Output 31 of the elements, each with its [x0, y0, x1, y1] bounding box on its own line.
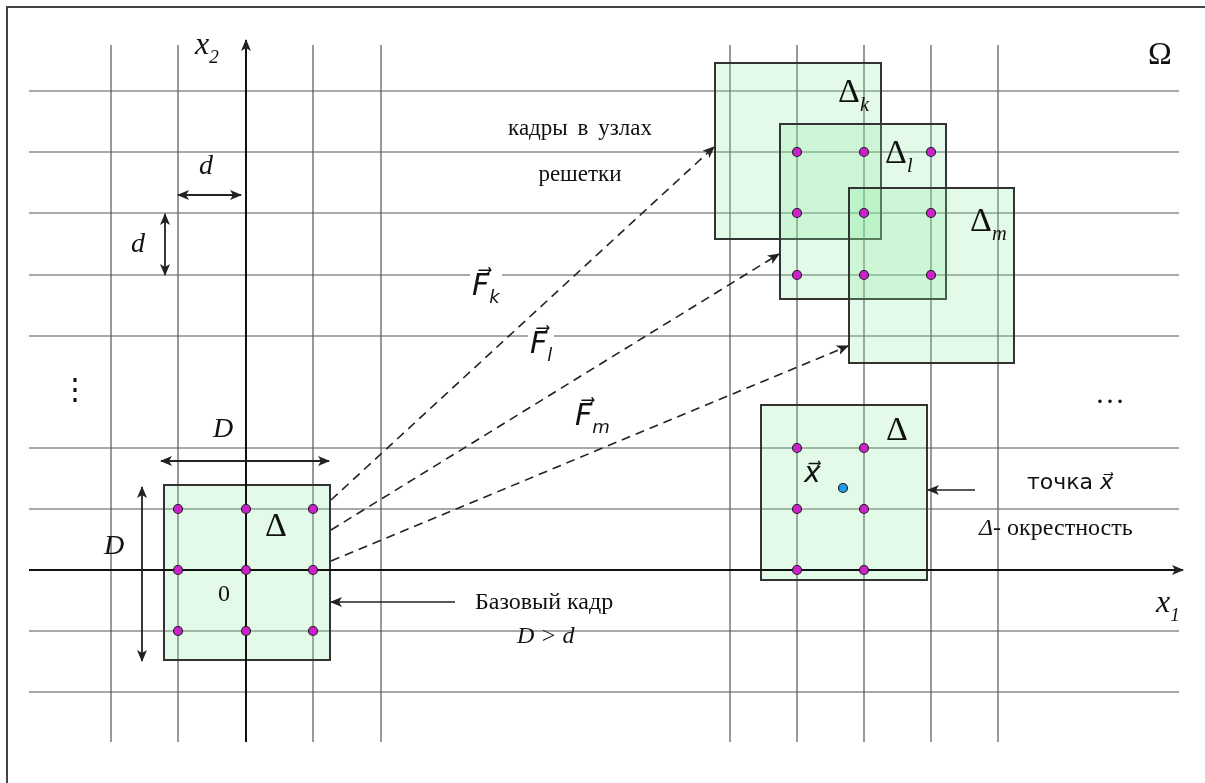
frame-square: [714, 62, 882, 240]
frame-label: Δ: [886, 410, 908, 448]
arrow: [330, 253, 780, 531]
arrow: [330, 146, 715, 501]
arrow: [330, 345, 849, 562]
frame-label: x⃗: [804, 458, 821, 489]
origin-label: 0: [218, 580, 230, 607]
frame-label: Δ$_{l}$: [885, 133, 913, 177]
arrow: [927, 485, 976, 495]
dimension-label: D: [104, 530, 125, 561]
ellipsis: …: [1095, 376, 1125, 409]
frame-square: [779, 123, 947, 300]
frame-square: [760, 404, 928, 581]
axis-label: x$_{2}$: [195, 26, 219, 67]
arrow: [330, 597, 456, 607]
ellipsis: ⋮: [60, 372, 90, 405]
dimension-label: D: [213, 413, 234, 444]
note-text: кадры в узлах решетки: [507, 114, 653, 188]
frame-label: Δ$_{k}$: [838, 72, 869, 116]
frame-square: [163, 484, 331, 661]
annotation-text: Базовый кадр: [475, 588, 614, 615]
frame-label: Δ$_{m}$: [970, 201, 1007, 245]
frame-label: Δ: [265, 506, 287, 544]
annotation-text: точка x⃗: [1027, 470, 1114, 495]
annotation-text: Δ- окрестность: [979, 514, 1133, 541]
axis-label: x$_{1}$: [1156, 584, 1180, 625]
frame-square: [848, 187, 1015, 364]
inequality-text: D > d: [517, 622, 575, 649]
dimension-label: d: [199, 150, 213, 181]
dimension-label: d: [131, 228, 145, 259]
region-symbol: Ω: [1148, 36, 1172, 72]
